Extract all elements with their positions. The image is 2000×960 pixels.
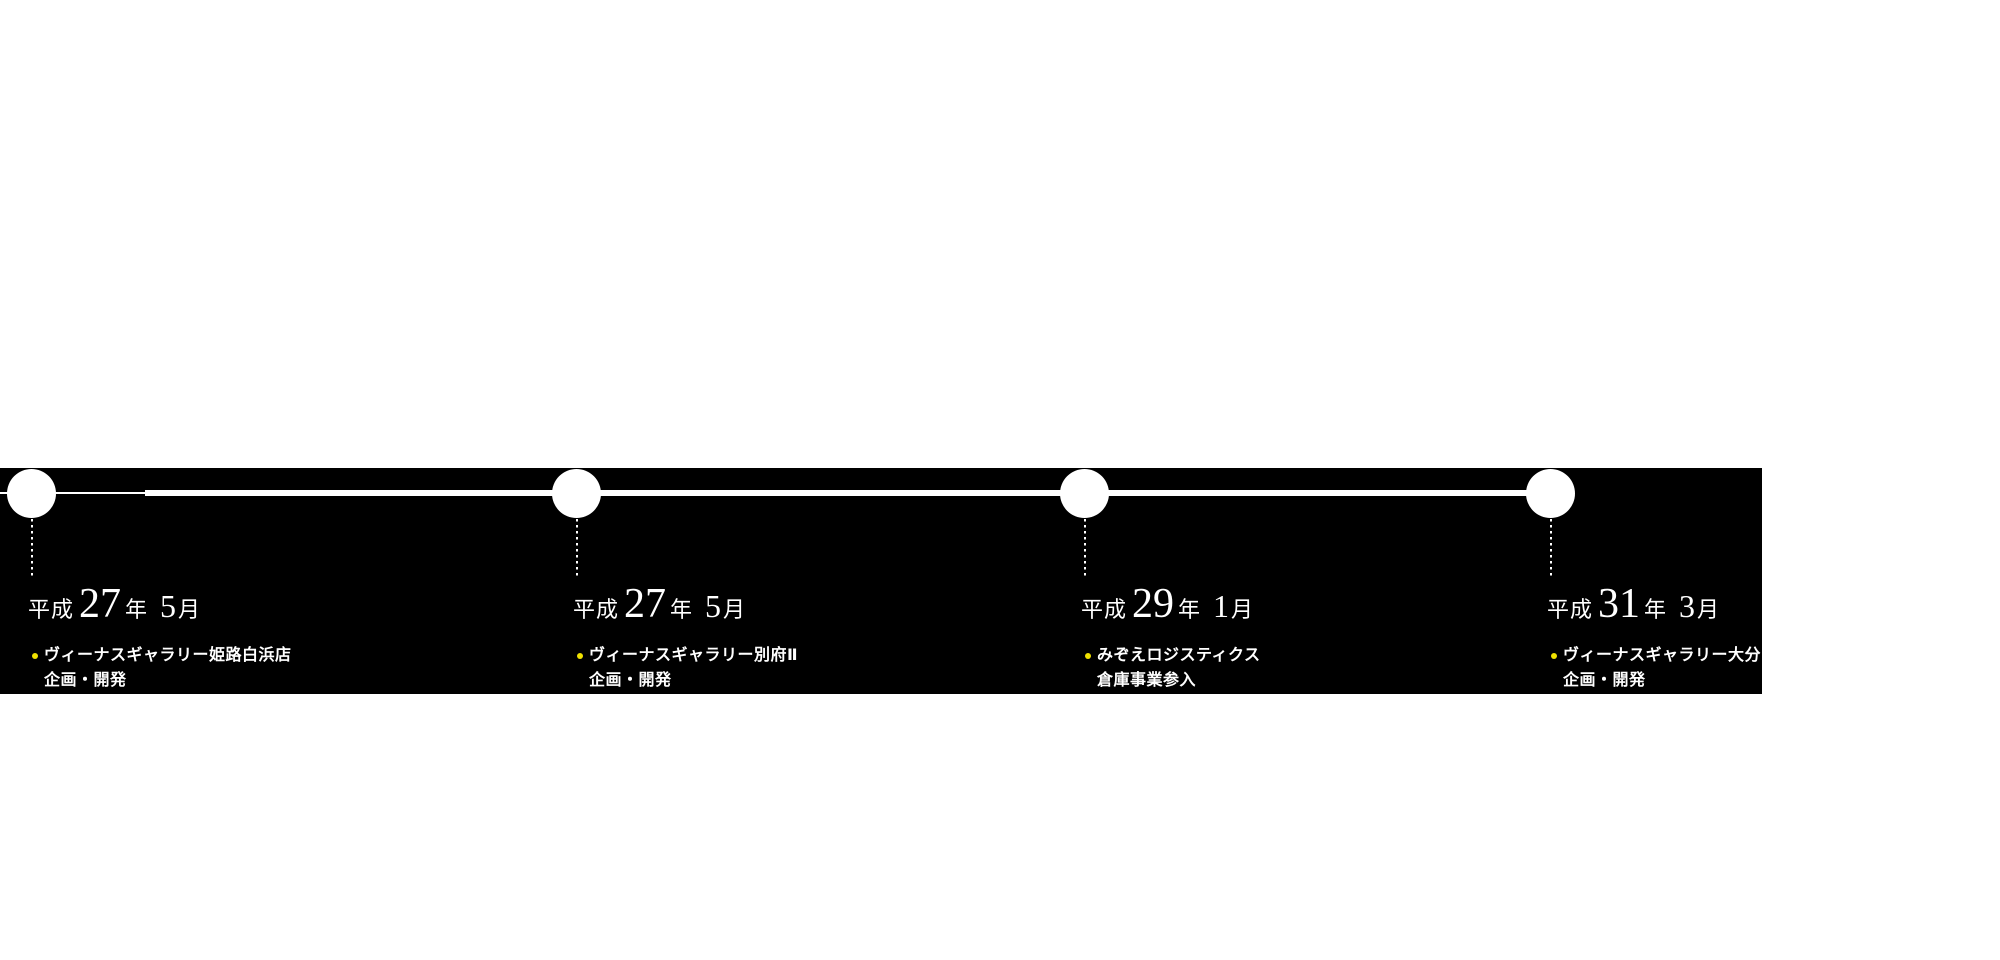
month-value: 5 (705, 588, 722, 624)
timeline-node-circle-2 (552, 469, 601, 518)
event-subtitle: 倉庫事業参入 (1097, 672, 1197, 689)
bullet-dot-icon (32, 652, 38, 659)
event-subtitle: 企画・開発 (44, 672, 127, 689)
timeline-band: 平成 27 年 5 月 ヴィーナスギャラリー姫路白浜店 企画・開発 平成 27 … (0, 468, 1762, 694)
timeline-entry-2: 平成 27 年 5 月 ヴィーナスギャラリー別府Ⅱ 企画・開発 (573, 468, 1043, 694)
month-suffix: 月 (178, 597, 201, 622)
event-title: ヴィーナスギャラリー大分 (1563, 647, 1762, 664)
month-value: 3 (1679, 588, 1696, 624)
year-value: 27 (624, 581, 667, 627)
era-label: 平成 (573, 597, 620, 622)
dashed-connector-4 (1550, 519, 1552, 576)
month-suffix: 月 (1697, 597, 1720, 622)
timeline-node-circle-1 (7, 469, 56, 518)
entry-date: 平成 29 年 1 月 (1081, 583, 1253, 625)
timeline-node-circle-4 (1526, 469, 1575, 518)
event-title: みぞえロジスティクス (1097, 647, 1261, 664)
timeline-entry-3: 平成 29 年 1 月 みぞえロジスティクス 倉庫事業参入 (1081, 468, 1551, 694)
entry-date: 平成 27 年 5 月 (28, 583, 200, 625)
month-suffix: 月 (723, 597, 746, 622)
year-suffix: 年 (670, 597, 693, 622)
year-value: 31 (1598, 581, 1641, 627)
bullet-dot-icon (1085, 652, 1091, 659)
event-title: ヴィーナスギャラリー別府Ⅱ (589, 647, 799, 664)
event-subtitle: 企画・開発 (589, 672, 672, 689)
dashed-connector-2 (576, 519, 578, 576)
entry-event: ヴィーナスギャラリー大分 (1547, 647, 1761, 665)
dashed-connector-3 (1084, 519, 1086, 576)
timeline-entry-4: 平成 31 年 3 月 ヴィーナスギャラリー大分 企画・開発 (1547, 468, 1762, 694)
era-label: 平成 (28, 597, 75, 622)
entry-event: みぞえロジスティクス (1081, 647, 1261, 665)
timeline-line-thin-segment (0, 492, 145, 494)
dashed-connector-1 (31, 519, 33, 576)
timeline-node-circle-3 (1060, 469, 1109, 518)
entry-event: ヴィーナスギャラリー別府Ⅱ (573, 647, 798, 665)
bullet-dot-icon (577, 652, 583, 659)
timeline-line (145, 490, 1551, 496)
entry-date: 平成 31 年 3 月 (1547, 583, 1719, 625)
year-value: 29 (1132, 581, 1175, 627)
month-suffix: 月 (1231, 597, 1254, 622)
timeline-entry-1: 平成 27 年 5 月 ヴィーナスギャラリー姫路白浜店 企画・開発 (28, 468, 498, 694)
era-label: 平成 (1081, 597, 1128, 622)
month-value: 5 (160, 588, 177, 624)
month-value: 1 (1213, 588, 1230, 624)
year-suffix: 年 (1644, 597, 1667, 622)
entry-event: ヴィーナスギャラリー姫路白浜店 (28, 647, 292, 665)
event-title: ヴィーナスギャラリー姫路白浜店 (44, 647, 292, 664)
entry-date: 平成 27 年 5 月 (573, 583, 745, 625)
bullet-dot-icon (1551, 652, 1557, 659)
event-subtitle: 企画・開発 (1563, 672, 1646, 689)
era-label: 平成 (1547, 597, 1594, 622)
year-suffix: 年 (125, 597, 148, 622)
year-suffix: 年 (1178, 597, 1201, 622)
year-value: 27 (79, 581, 122, 627)
